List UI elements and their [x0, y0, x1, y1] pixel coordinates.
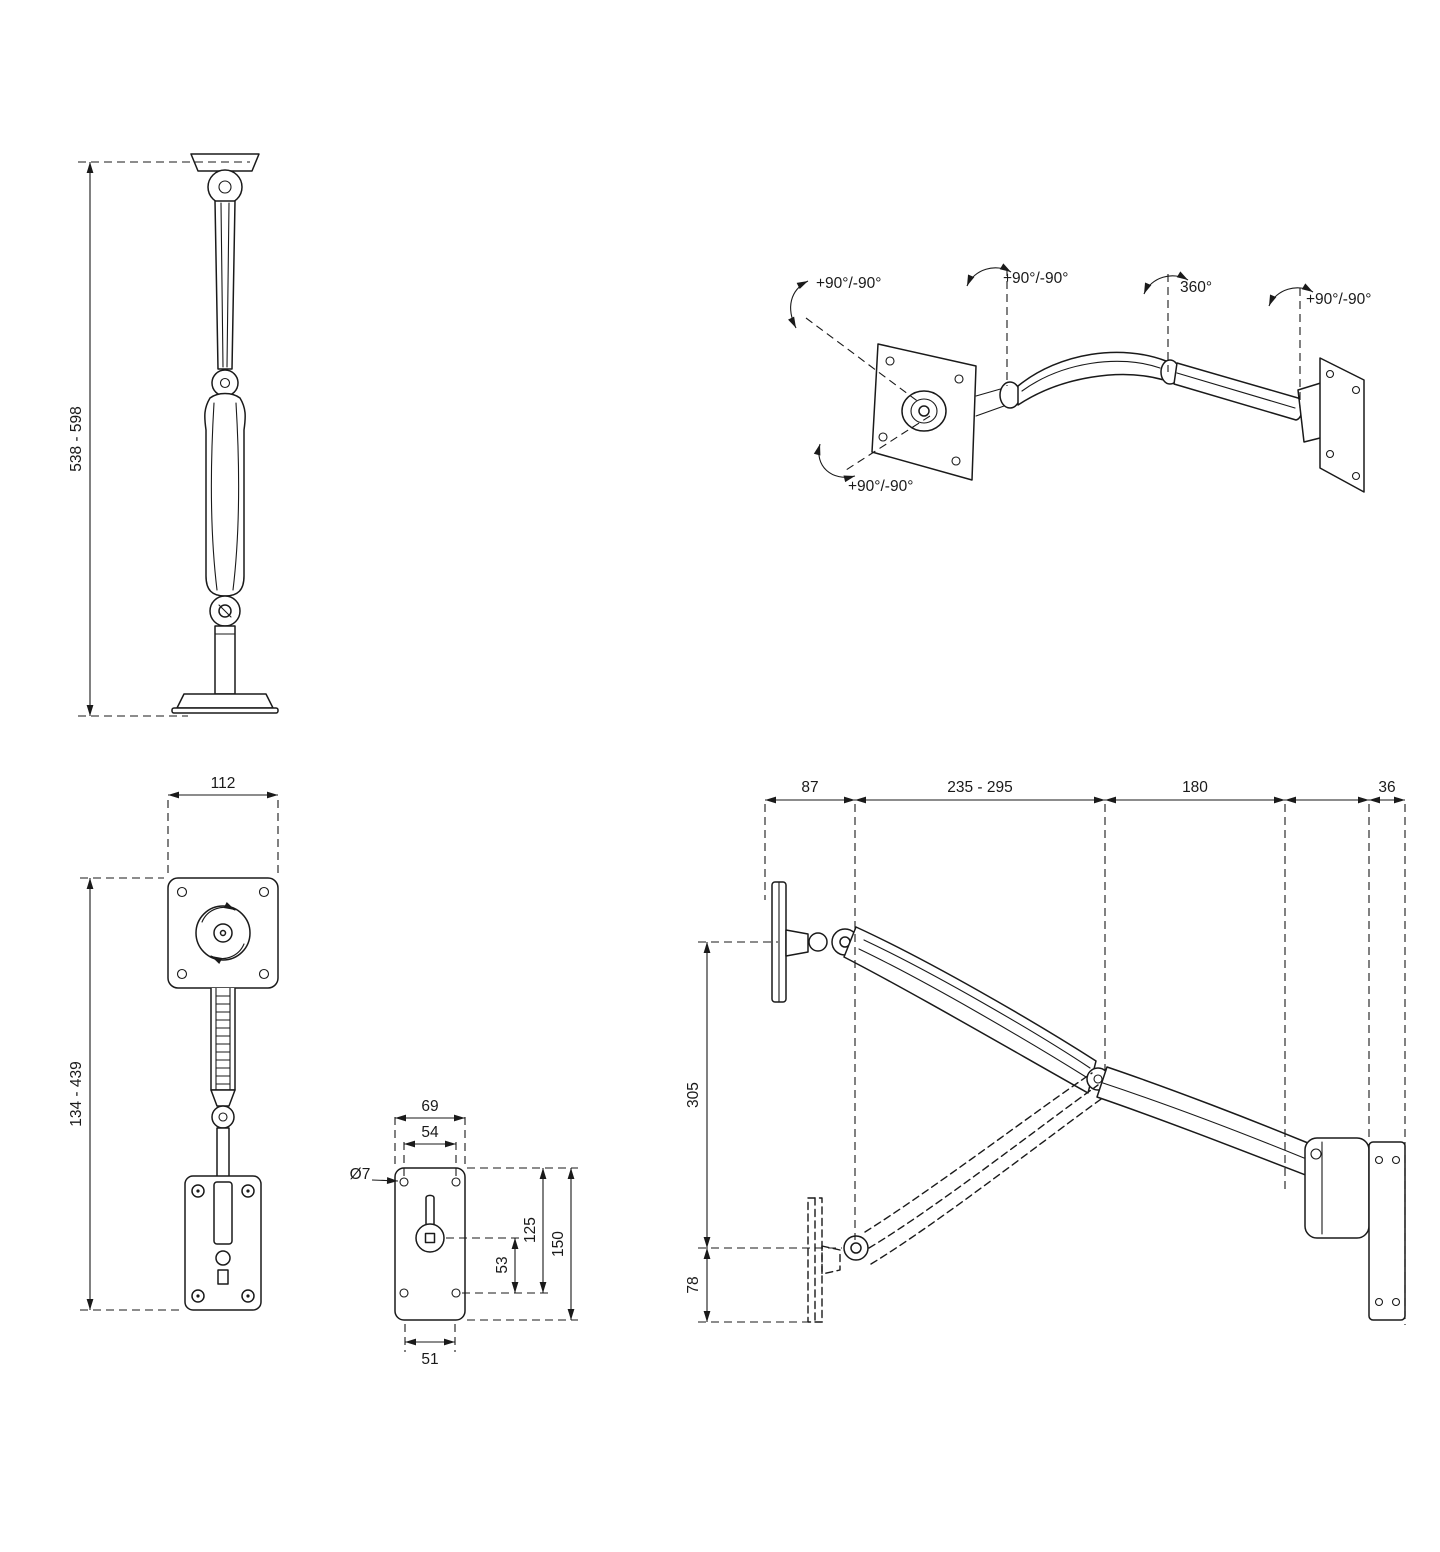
dim-below-mount: 78: [685, 1276, 702, 1293]
arm-iso-drawing: [871, 343, 1365, 493]
dim-plate-inner-height: 125: [522, 1217, 539, 1243]
view-rotation: +90°/-90° +90°/-90° 360° +90°/-90° +90°/…: [788, 263, 1371, 495]
dim-front-width: 112: [211, 775, 236, 792]
dim-plate-outer-width: 69: [421, 1098, 438, 1115]
dim-plate-outer-height: 150: [550, 1231, 567, 1257]
dim-hole-diameter: Ø7: [350, 1166, 371, 1183]
tilt-arrow-icon: [788, 280, 809, 329]
wall-swivel-arrow-icon: [1268, 283, 1314, 307]
front-joint: [211, 1105, 235, 1129]
dim-wall-offset: 36: [1378, 779, 1395, 796]
arm-extended-drawing: [771, 881, 1406, 1321]
dim-collapsed-height: 538 - 598: [68, 406, 85, 472]
gas-spring-housing: [204, 392, 246, 597]
height-dimension: 538 - 598: [68, 161, 250, 717]
screen-rotation-arrow-icon: [813, 443, 856, 483]
arm-lowered-drawing: [807, 1072, 1105, 1323]
rotation-arrows: [788, 263, 1314, 483]
dim-forearm: 180: [1182, 779, 1208, 796]
swivel-arrow-icon: [1143, 271, 1189, 295]
rotation-labels: +90°/-90° +90°/-90° 360° +90°/-90° +90°/…: [816, 270, 1371, 495]
view-side-extended: 87 235 - 295 180 36 305 78: [685, 779, 1406, 1325]
pan-arrow-icon: [966, 263, 1012, 287]
arm-side-drawing: [171, 153, 279, 714]
upper-arm: [214, 200, 236, 370]
dim-plate-hole-span-height: 53: [494, 1256, 511, 1273]
elbow-joint: [211, 369, 239, 397]
plate-drawing: [394, 1167, 466, 1321]
arm-front-drawing: [167, 877, 279, 1311]
mount-pin: [425, 1194, 435, 1227]
mount-base: [176, 693, 274, 709]
gas-spring-arm-iso: [1017, 351, 1167, 406]
forearm-side: [1096, 1066, 1309, 1177]
width-dimension: 112: [167, 775, 279, 874]
height-adjust-column: [210, 988, 236, 1091]
wall-plate-iso: [1319, 357, 1365, 493]
height-dimension: 134 - 439: [68, 877, 180, 1311]
view-plate-detail: 69 54 Ø7 53 125 150 51: [350, 1098, 578, 1368]
wall-plate-side: [1368, 1141, 1406, 1321]
plate-dimensions: 69 54 Ø7 53 125 150 51: [350, 1098, 578, 1368]
dim-depth-head: 87: [801, 779, 818, 796]
dim-pan: +90°/-90°: [1003, 270, 1068, 287]
dim-lift-range: 305: [685, 1082, 702, 1108]
view-side-collapsed: 538 - 598: [68, 153, 279, 717]
dim-plate-hole-span-width: 54: [421, 1124, 439, 1141]
view-front: 112 134 - 439: [68, 775, 279, 1311]
dim-swivel: 360°: [1180, 279, 1212, 296]
mount-column: [214, 625, 236, 695]
left-dimensions: 305 78: [685, 941, 842, 1323]
dim-plate-base-width: 51: [421, 1351, 438, 1368]
top-dimension-chain: 87 235 - 295 180 36: [764, 779, 1406, 1325]
head-joint: [999, 381, 1021, 409]
dim-front-height: 134 - 439: [68, 1061, 85, 1127]
dim-tilt: +90°/-90°: [816, 275, 881, 292]
gas-spring-arm-raised: [843, 926, 1097, 1094]
tilt-joint: [207, 169, 243, 205]
dim-arm-reach: 235 - 295: [947, 779, 1013, 796]
wall-bracket-side: [1304, 1137, 1370, 1239]
dim-wall-swivel: +90°/-90°: [1306, 291, 1371, 308]
dim-screen-rotation: +90°/-90°: [848, 478, 913, 495]
